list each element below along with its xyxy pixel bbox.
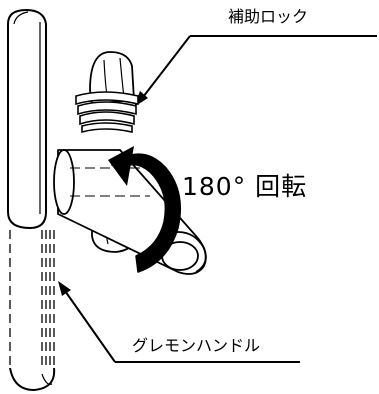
rotation-arrowhead [108, 146, 134, 186]
handle-label: グレモンハンドル [132, 336, 261, 355]
gremon-handle [7, 9, 56, 391]
leader-arrowhead-handle [58, 281, 71, 296]
leader-line-handle [62, 287, 300, 363]
rotation-label: 180° 回転 [182, 172, 308, 201]
leader-line-auxiliary-lock [139, 35, 377, 102]
auxiliary-lock-collar [75, 91, 139, 134]
rotation-arrow [108, 146, 181, 273]
auxiliary-lock-label: 補助ロック [228, 7, 309, 26]
